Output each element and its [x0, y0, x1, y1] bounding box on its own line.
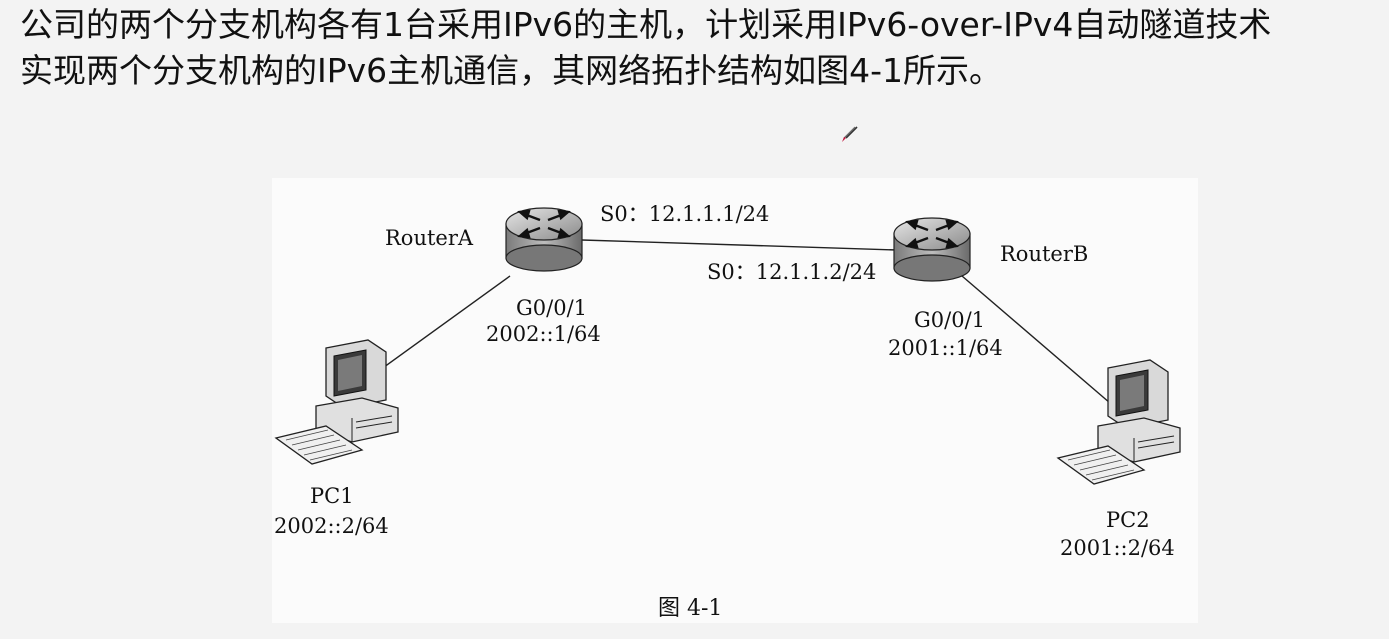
router-b-icon [892, 216, 972, 283]
router-a-icon [504, 206, 584, 273]
pc2-link [961, 275, 1111, 404]
pen-cursor-icon [840, 124, 860, 144]
pc1-icon [275, 339, 399, 465]
router-b-gig-port: G0/0/1 [914, 308, 986, 332]
topology-diagram [275, 206, 1181, 485]
pc1-link [361, 275, 511, 384]
slide-text-line-1: 公司的两个分支机构各有1台采用IPv6的主机，计划采用IPv6-over-IPv… [20, 5, 1272, 44]
router-b-serial-label: S0：12.1.1.2/24 [707, 260, 877, 284]
pc2-addr: 2001::2/64 [1060, 536, 1175, 560]
router-a-serial-label: S0：12.1.1.1/24 [600, 202, 770, 226]
router-b-name: RouterB [1000, 242, 1089, 266]
router-b-gig-addr: 2001::1/64 [888, 336, 1003, 360]
serial-link [581, 239, 898, 251]
figure-caption: 图 4-1 [658, 596, 723, 621]
router-a-gig-port: G0/0/1 [516, 296, 588, 320]
slide-text-line-2: 实现两个分支机构的IPv6主机通信，其网络拓扑结构如图4-1所示。 [20, 51, 1003, 90]
pc2-icon [1057, 359, 1181, 485]
pc1-addr: 2002::2/64 [274, 514, 389, 538]
slide-text: 公司的两个分支机构各有1台采用IPv6的主机，计划采用IPv6-over-IPv… [20, 2, 1380, 94]
network-topology-figure: RouterA S0：12.1.1.1/24 G0/0/1 2002::1/64… [272, 178, 1198, 623]
pc1-name: PC1 [310, 484, 354, 508]
router-a-gig-addr: 2002::1/64 [486, 322, 601, 346]
pc2-name: PC2 [1106, 508, 1150, 532]
router-a-name: RouterA [385, 226, 474, 250]
